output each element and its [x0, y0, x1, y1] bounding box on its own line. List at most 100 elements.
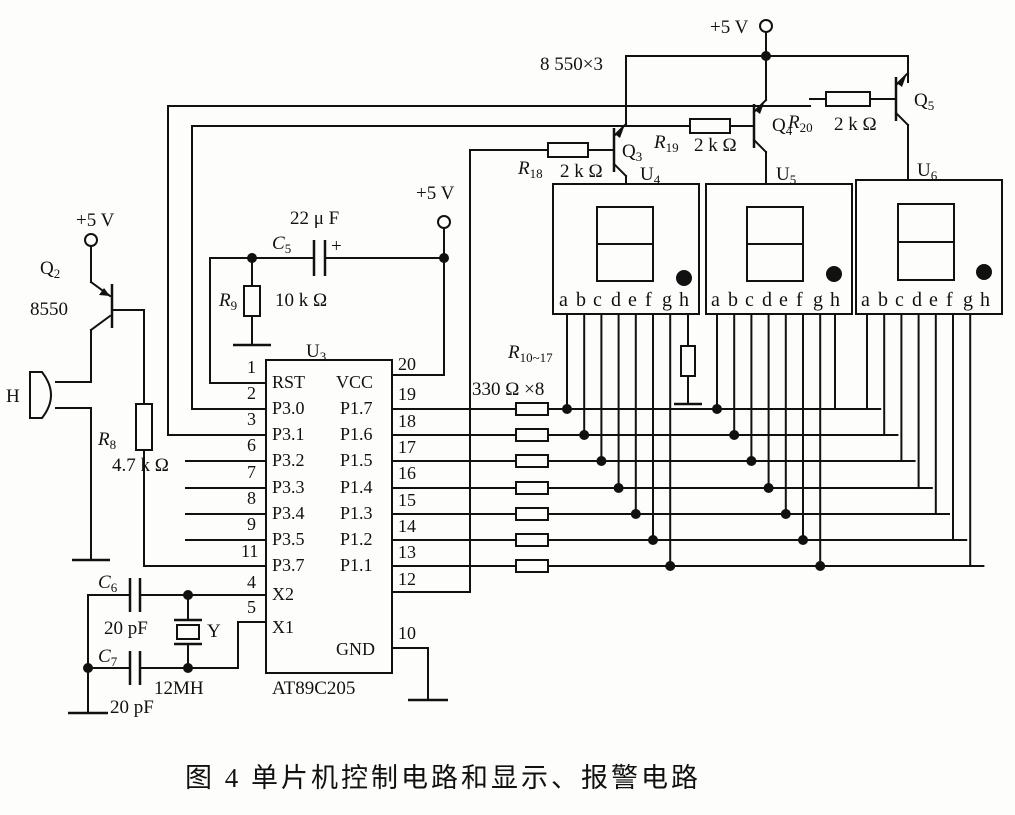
pin-num: 10 [398, 623, 416, 643]
display-body [855, 179, 1003, 315]
pin-p35-label: P3.5 [272, 529, 305, 549]
pin-num: 15 [398, 490, 416, 510]
pin-p14-label: P1.4 [340, 477, 373, 497]
pin-p33-label: P3.3 [272, 477, 305, 497]
pin-num: 12 [398, 569, 416, 589]
pin-num: 20 [398, 354, 416, 374]
r20-value: 2 k Ω [834, 114, 877, 135]
alarm-circuit [29, 233, 239, 567]
buzzer-symbol [29, 371, 52, 419]
dp-pulldown [674, 313, 702, 406]
resistor-bank [515, 402, 549, 573]
pin-num: 19 [398, 384, 416, 404]
q2-arrow [99, 288, 110, 296]
pin-num: 7 [247, 462, 256, 482]
seg-label: h [679, 289, 689, 311]
q3-transistor [547, 122, 628, 185]
segment-resistor [515, 507, 549, 521]
segment-bus [469, 313, 985, 571]
seg-label: d [912, 289, 922, 311]
pin-num: 1 [247, 357, 256, 377]
seg-label: f [645, 289, 652, 311]
junction-dot [630, 509, 641, 519]
crystal-ref: Y [207, 621, 221, 642]
segment-labels: a b c d e f g h a b c d e f g h a b c d … [559, 289, 990, 311]
display-u6 [855, 179, 1003, 315]
vcc-terminal [437, 215, 451, 229]
pin-p12-label: P1.2 [340, 529, 373, 549]
mcu-u3 [237, 359, 471, 674]
mcu-ref: U3 [306, 341, 326, 364]
segment-resistor [515, 559, 549, 573]
seg-label: g [963, 289, 973, 311]
pin-x2-label: X2 [272, 584, 294, 604]
seg-label: c [895, 289, 904, 311]
segment-resistor [515, 428, 549, 442]
seg-label: a [861, 289, 870, 311]
vcc-terminal [759, 19, 773, 33]
c6-value: 20 pF [104, 618, 148, 639]
r9-value: 10 k Ω [275, 290, 327, 311]
pin-p17-label: P1.7 [340, 398, 373, 418]
pin-num: 4 [247, 572, 256, 592]
pin-num: 16 [398, 463, 416, 483]
crystal-body [176, 624, 200, 640]
q2-ref: Q2 [40, 258, 60, 281]
figure-caption: 图 4 单片机控制电路和显示、报警电路 [185, 763, 701, 793]
pin-x1-label: X1 [272, 617, 294, 637]
junction-dot [665, 561, 676, 571]
display-u5-ref: U5 [776, 164, 796, 187]
display-u5 [705, 183, 853, 315]
c5-value: 22 μ F [290, 208, 339, 229]
vcc-top-label: +5 V [710, 17, 749, 38]
pin-num: 2 [247, 383, 256, 403]
display-u4 [552, 183, 700, 315]
display-body [552, 183, 700, 315]
q4-ref: Q4 [772, 115, 793, 138]
c7-ref: C7 [98, 646, 118, 669]
pin-num: 8 [247, 488, 256, 508]
junction-dot [83, 663, 93, 673]
c5-ref: C5 [272, 233, 291, 256]
pin-num: 14 [398, 516, 416, 536]
pin-p16-label: P1.6 [340, 424, 373, 444]
seg-label: e [929, 289, 938, 311]
decimal-point [826, 266, 842, 282]
decimal-point [976, 264, 992, 280]
digit-drive-wires [167, 19, 909, 593]
rbank-value: 330 Ω ×8 [472, 379, 544, 400]
seg-label: e [628, 289, 637, 311]
r8-resistor [135, 403, 153, 451]
vcc-c5-label: +5 V [416, 183, 455, 204]
junction-dot [579, 430, 590, 440]
segment-resistor [515, 481, 549, 495]
mcu-ground-symbol [408, 647, 448, 702]
dp-resistor [680, 345, 696, 377]
pin-num: 18 [398, 411, 416, 431]
seg-label: e [779, 289, 788, 311]
junction-dot [798, 535, 808, 545]
mcu-part-label: AT89C205 [272, 678, 355, 699]
crystal-value: 12MH [154, 678, 204, 699]
seg-label: h [980, 289, 990, 311]
pin-p34-label: P3.4 [272, 503, 305, 523]
r18-ref: R18 [517, 158, 543, 181]
q3-ref: Q3 [622, 141, 642, 164]
seg-label: g [813, 289, 823, 311]
c6-ref: C6 [98, 572, 118, 595]
q5-transistor [809, 71, 910, 181]
c5-plus: + [331, 236, 342, 257]
mcu-body [265, 359, 393, 674]
junction-dot [613, 483, 624, 493]
r9-ref: R9 [218, 290, 237, 313]
r18-value: 2 k Ω [560, 161, 603, 182]
pin-p32-label: P3.2 [272, 450, 305, 470]
pin-num: 6 [247, 435, 256, 455]
seg-label: d [611, 289, 621, 311]
q5-ref: Q5 [914, 90, 934, 113]
q3-arrow [616, 127, 624, 138]
seg-label: h [830, 289, 840, 311]
seg-label: a [559, 289, 568, 311]
junction-dot [648, 535, 658, 545]
segment-resistor [515, 402, 549, 416]
